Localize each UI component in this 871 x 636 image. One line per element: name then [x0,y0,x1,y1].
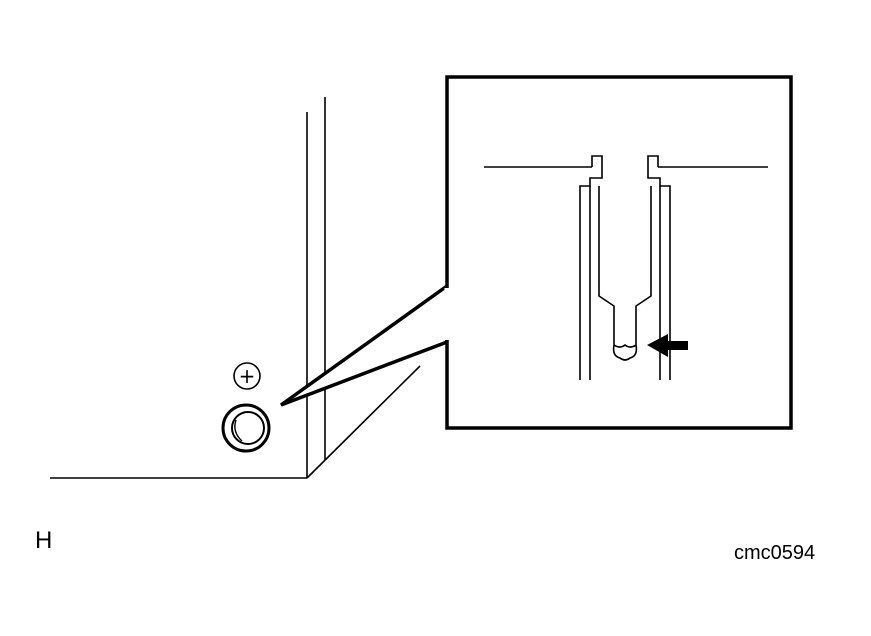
battery-case [50,97,421,479]
terminal-outer-ring [221,403,271,453]
terminal-inner-ring [231,411,265,445]
battery-bottom-diagonal [306,365,421,479]
detail-box [445,75,793,430]
battery-terminal-icon [221,403,271,453]
figure-code: cmc0594 [734,542,816,564]
arrow-left-icon [647,334,688,357]
plus-text: + [239,364,256,388]
plus-symbol: + [233,362,261,390]
groove-notch [613,343,637,348]
left-outer-wall [579,155,603,380]
view-letter: H [35,527,53,554]
right-outer-wall [647,155,671,380]
terminal-highlight [234,419,243,442]
callout-wedge [279,282,449,407]
terminal-cross-section [484,155,768,380]
plus-circle [233,362,261,390]
